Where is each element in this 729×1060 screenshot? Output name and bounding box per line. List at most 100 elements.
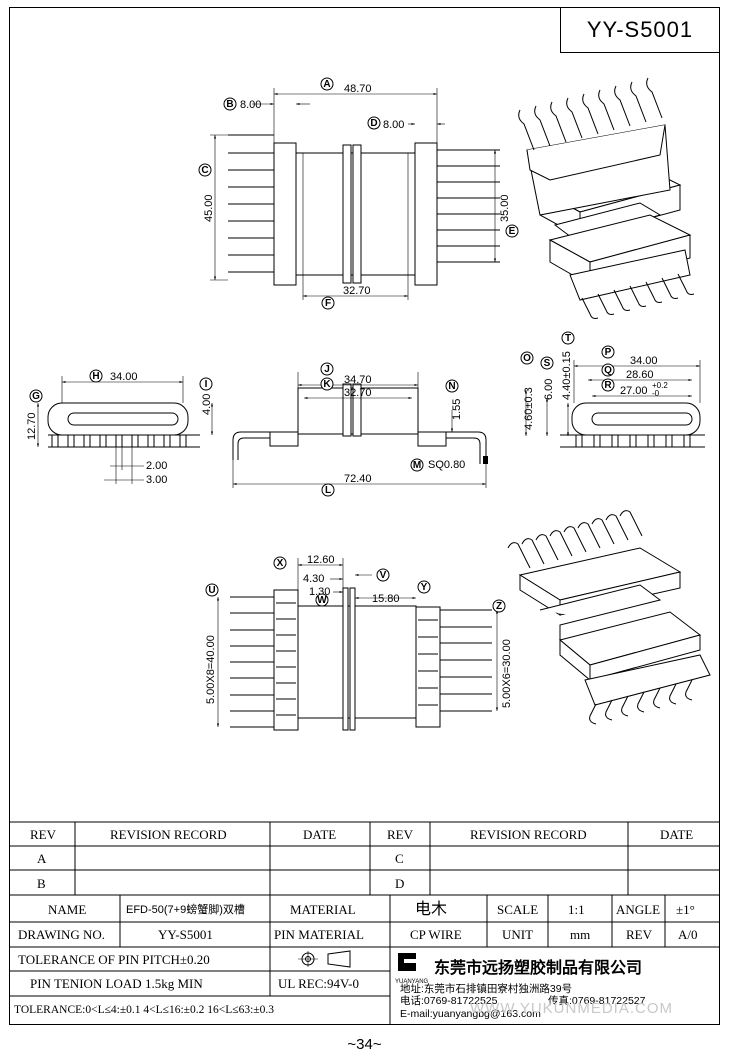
svg-text:B: B: [37, 876, 46, 891]
svg-text:UL REC:94V-0: UL REC:94V-0: [278, 976, 359, 991]
svg-text:N: N: [448, 381, 455, 392]
dim-g-value: 12.70: [26, 412, 38, 440]
drawing-sheet-border: [9, 7, 720, 1025]
svg-text:SCALE: SCALE: [497, 902, 538, 917]
svg-text:D: D: [395, 876, 404, 891]
svg-text:TOLERANCE:0<L≤4:±0.1 4<L≤16:±: TOLERANCE:0<L≤4:±0.1 4<L≤16:±0.2 16<L≤63…: [14, 1004, 274, 1016]
dim-z-value: 5.00X6=30.00: [501, 639, 513, 708]
dim-pitch-3: 3.00: [146, 474, 167, 486]
svg-text:I: I: [205, 379, 208, 390]
dim-d-value: 8.00: [383, 119, 404, 131]
svg-text:X: X: [277, 558, 284, 569]
isometric-view-bottom: [507, 510, 711, 725]
svg-text:DATE: DATE: [660, 827, 693, 842]
svg-text:电话:0769-81722525: 电话:0769-81722525: [400, 994, 498, 1007]
dim-f-value: 32.70: [343, 285, 371, 297]
svg-text:C: C: [201, 165, 208, 176]
svg-text:地址:东莞市石排镇田寮村独洲路39号: 地址:东莞市石排镇田寮村独洲路39号: [400, 982, 572, 995]
svg-text:+0.2: +0.2: [652, 381, 668, 390]
svg-text:TOLERANCE OF PIN PITCH±0.20: TOLERANCE OF PIN PITCH±0.20: [18, 952, 210, 967]
svg-text:T: T: [565, 333, 571, 344]
svg-text:G: G: [32, 391, 40, 402]
svg-text:YUANYANG: YUANYANG: [395, 979, 429, 985]
svg-text:C: C: [395, 851, 404, 866]
center-divider: [342, 144, 352, 284]
svg-text:YY-S5001: YY-S5001: [158, 927, 213, 942]
svg-text:A: A: [37, 851, 47, 866]
revision-table: REV REVISION RECORD DATE REV REVISION RE…: [9, 821, 720, 896]
watermark: WWW.YUKUNMEDIA.COM: [470, 1000, 673, 1017]
svg-text:MATERIAL: MATERIAL: [290, 902, 356, 917]
dim-u-value: 5.00X8=40.00: [205, 635, 217, 704]
dim-c-value: 45.00: [203, 194, 215, 222]
bottom-right-pins: [440, 609, 492, 712]
dim-k-value: 32.70: [344, 387, 372, 399]
svg-text:W: W: [317, 595, 327, 606]
front-view: 34.70 32.70 72.40 1.55 SQ0.80 J K L M N: [232, 362, 488, 497]
company-logo-icon: [398, 953, 416, 971]
dim-r-value: 27.00: [620, 385, 648, 397]
svg-text:1:1: 1:1: [568, 902, 585, 917]
dim-w-value: 4.30: [303, 573, 324, 585]
svg-text:E-mail:yuanyangbg@163.com: E-mail:yuanyangbg@163.com: [400, 1008, 541, 1020]
svg-text:DRAWING NO.: DRAWING NO.: [18, 927, 105, 942]
svg-text:F: F: [325, 298, 331, 309]
dim-x-value: 12.60: [307, 554, 335, 566]
svg-text:REV: REV: [30, 827, 57, 842]
svg-text:O: O: [523, 353, 531, 364]
svg-text:传真:0769-81722527: 传真:0769-81722527: [548, 994, 646, 1007]
dim-o-value: 4.60±0.3: [523, 387, 535, 430]
isometric-view-top: [518, 77, 695, 319]
svg-text:K: K: [323, 379, 331, 390]
dim-y-value: 15.80: [372, 593, 400, 605]
svg-text:-0: -0: [652, 389, 660, 398]
dim-m-value: SQ0.80: [428, 459, 465, 471]
dim-e-value: 35.00: [499, 194, 511, 222]
svg-text:H: H: [92, 371, 99, 382]
svg-text:REV: REV: [387, 827, 414, 842]
bottom-view: 5.00X8=40.00 5.00X6=30.00 12.60 4.30 1.3…: [205, 554, 513, 731]
svg-text:J: J: [324, 364, 330, 375]
svg-text:A: A: [323, 79, 330, 90]
projection-symbol-icon: [298, 950, 351, 968]
dim-l-value: 72.40: [344, 473, 372, 485]
svg-text:UNIT: UNIT: [502, 927, 533, 942]
dim-s-value: 6.00: [543, 379, 555, 400]
dim-h-value: 34.00: [110, 371, 138, 383]
side-view-right: 34.00 28.60 27.00 +0.2 -0 4.60±0.3 6.00 …: [520, 331, 705, 448]
svg-text:DATE: DATE: [303, 827, 336, 842]
svg-text:A/0: A/0: [678, 927, 698, 942]
svg-text:REVISION RECORD: REVISION RECORD: [470, 827, 587, 842]
svg-text:PIN TENION LOAD 1.5kg MIN: PIN TENION LOAD 1.5kg MIN: [30, 976, 203, 991]
side-view-left: 34.00 12.70 4.00 2.00 3.00 G H I: [26, 369, 214, 486]
dim-t-value: 4.40±0.15: [561, 351, 573, 400]
dim-i-value: 4.00: [201, 394, 213, 415]
svg-text:P: P: [605, 347, 612, 358]
svg-text:EFD-50(7+9螃蟹脚)双槽: EFD-50(7+9螃蟹脚)双槽: [126, 902, 245, 916]
drawing-code-box: YY-S5001: [560, 7, 720, 53]
left-pins: [228, 134, 274, 273]
right-pins: [437, 149, 500, 263]
page-number: ~34~: [347, 1036, 382, 1053]
dim-q-value: 28.60: [626, 369, 654, 381]
svg-text:R: R: [604, 380, 612, 391]
svg-text:V: V: [380, 570, 387, 581]
svg-text:U: U: [208, 585, 215, 596]
dim-j-value: 34.70: [344, 374, 372, 386]
svg-text:E: E: [509, 226, 516, 237]
svg-text:B: B: [226, 99, 233, 110]
svg-text:ANGLE: ANGLE: [616, 902, 660, 917]
svg-text:REVISION RECORD: REVISION RECORD: [110, 827, 227, 842]
svg-text:mm: mm: [570, 927, 590, 942]
svg-text:电木: 电木: [415, 900, 447, 918]
title-block: NAME EFD-50(7+9螃蟹脚)双槽 MATERIAL 电木 SCALE …: [9, 895, 720, 1025]
svg-text:D: D: [370, 118, 377, 129]
top-view: 48.70 8.00 8.00 45.00 35.00 32.70 A B C …: [198, 77, 519, 310]
bottom-left-pins: [230, 596, 274, 728]
svg-text:L: L: [325, 485, 331, 496]
right-flange: [414, 142, 438, 286]
dim-b-value: 8.00: [240, 99, 261, 111]
svg-text:S: S: [544, 358, 551, 369]
left-flange: [273, 142, 297, 286]
